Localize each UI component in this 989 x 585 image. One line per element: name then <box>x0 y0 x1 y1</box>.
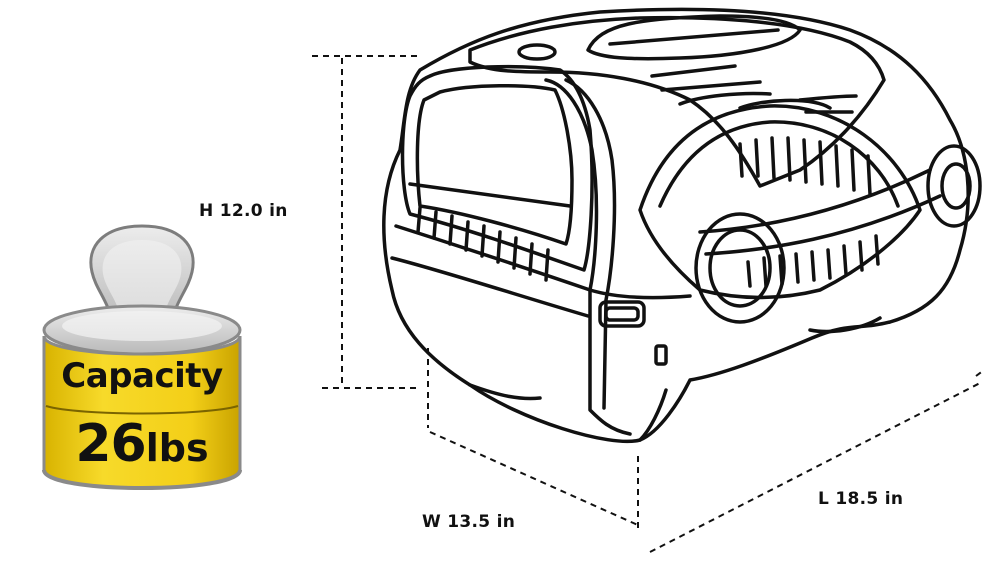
height-label: H 12.0 in <box>199 201 288 221</box>
capacity-label: Capacity <box>61 356 223 396</box>
length-label: L 18.5 in <box>818 489 904 509</box>
capacity-number: 26 <box>75 414 146 474</box>
capacity-value: 26lbs <box>44 414 240 474</box>
capacity-unit: lbs <box>145 426 209 470</box>
width-label: W 13.5 in <box>422 512 516 532</box>
